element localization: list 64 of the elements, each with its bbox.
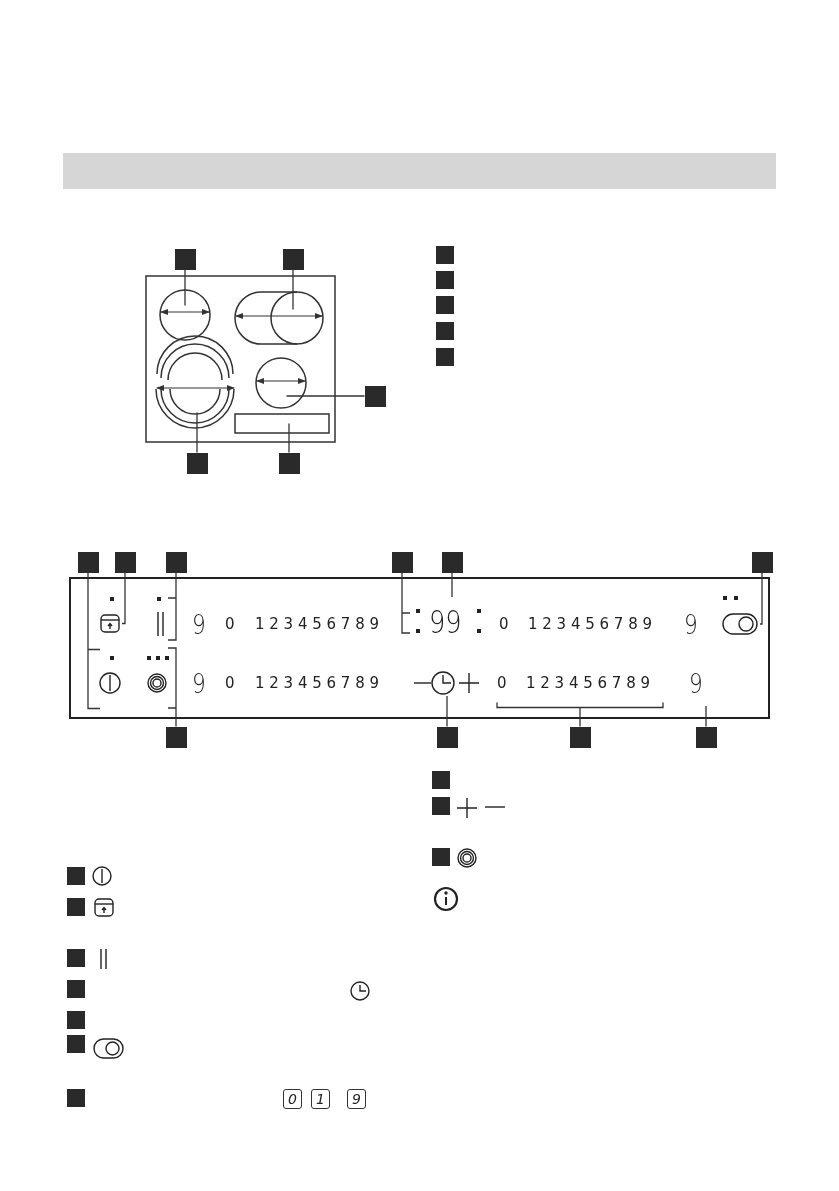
callout-marker bbox=[364, 385, 386, 407]
callout-marker bbox=[391, 551, 413, 573]
callout-marker bbox=[67, 949, 85, 967]
callout-marker bbox=[186, 452, 208, 474]
leader-line bbox=[496, 701, 664, 728]
callout-marker bbox=[569, 726, 591, 748]
callout-marker bbox=[67, 1011, 85, 1029]
leader-line bbox=[446, 695, 448, 728]
display-digit: 9 bbox=[684, 611, 698, 638]
leader-line bbox=[292, 268, 294, 311]
leader-line bbox=[451, 571, 453, 598]
power-level-scale: 1 2 3 4 5 6 7 8 9 bbox=[526, 676, 651, 691]
callout-marker bbox=[432, 797, 450, 815]
leader-line bbox=[167, 647, 177, 728]
callout-marker bbox=[751, 551, 773, 573]
leader-line bbox=[285, 395, 366, 397]
leader-line bbox=[121, 571, 126, 625]
timer-display-digits: 99 bbox=[429, 606, 462, 638]
callout-marker bbox=[67, 867, 85, 885]
callout-marker bbox=[278, 452, 300, 474]
leader-line bbox=[759, 571, 763, 625]
display-digit: 9 bbox=[689, 670, 703, 697]
callout-marker bbox=[436, 271, 454, 289]
callout-marker bbox=[436, 322, 454, 340]
callout-marker bbox=[67, 1035, 85, 1053]
leader-line bbox=[705, 705, 707, 728]
callout-marker bbox=[165, 551, 187, 573]
power-level-digit: 0 bbox=[497, 676, 507, 691]
display-digit: 1 bbox=[311, 1089, 330, 1109]
toggle-icon bbox=[722, 613, 758, 635]
lock-icon bbox=[100, 614, 120, 633]
power-level-scale: 1 2 3 4 5 6 7 8 9 bbox=[255, 676, 380, 691]
display-digit: 9 bbox=[192, 670, 206, 697]
callout-marker bbox=[114, 551, 136, 573]
power-level-scale: 1 2 3 4 5 6 7 8 9 bbox=[528, 617, 653, 632]
callout-marker bbox=[174, 248, 196, 270]
power-level-digit: 0 bbox=[499, 617, 509, 632]
power-level-digit: 0 bbox=[225, 617, 235, 632]
callout-marker bbox=[436, 348, 454, 366]
callout-marker bbox=[77, 551, 99, 573]
timer-icon bbox=[431, 671, 455, 695]
callout-marker bbox=[441, 551, 463, 573]
display-digit: 9 bbox=[192, 611, 206, 638]
callout-marker bbox=[67, 898, 85, 916]
callout-marker bbox=[436, 726, 458, 748]
power-level-digit: 0 bbox=[225, 676, 235, 691]
leader-line bbox=[167, 571, 177, 641]
callout-marker bbox=[165, 726, 187, 748]
callout-marker bbox=[432, 771, 450, 789]
callout-marker bbox=[67, 980, 85, 998]
leader-line bbox=[401, 571, 411, 634]
callout-marker bbox=[282, 248, 304, 270]
leader-line bbox=[87, 571, 101, 710]
leader-line bbox=[288, 422, 290, 454]
display-digit: 0 bbox=[283, 1089, 302, 1109]
power-level-scale: 1 2 3 4 5 6 7 8 9 bbox=[255, 617, 380, 632]
callout-marker bbox=[436, 246, 454, 264]
callout-marker bbox=[432, 848, 450, 866]
display-digit: 9 bbox=[347, 1089, 366, 1109]
leader-line bbox=[196, 411, 198, 454]
callout-marker bbox=[695, 726, 717, 748]
callout-marker bbox=[436, 296, 454, 314]
leader-line bbox=[184, 268, 186, 307]
callout-marker bbox=[67, 1089, 85, 1107]
